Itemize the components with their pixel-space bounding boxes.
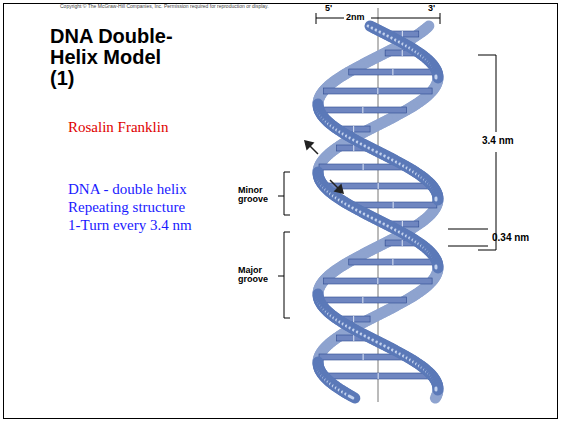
- hydrogen-bond: [353, 335, 354, 341]
- base-pair: [324, 278, 433, 284]
- hydrogen-bond: [393, 202, 394, 208]
- dimension-brackets: [278, 13, 496, 318]
- hydrogen-bond: [378, 373, 379, 379]
- backbone-highlight: [434, 266, 437, 268]
- copyright-note: Copyright © The McGraw-Hill Companies, I…: [60, 4, 269, 9]
- hydrogen-bond: [353, 126, 354, 132]
- hydrogen-bond: [377, 88, 378, 94]
- backbone-highlight: [434, 76, 437, 78]
- base-pair: [319, 297, 406, 303]
- hydrogen-bond: [402, 221, 403, 227]
- base-pair: [324, 88, 433, 94]
- body-text: DNA - double helix: [68, 182, 187, 198]
- hydrogen-bond: [363, 354, 364, 360]
- hydrogen-bond: [377, 278, 378, 284]
- backbone-highlight: [434, 198, 437, 200]
- base-pair: [324, 373, 433, 379]
- author-name: Rosalin Franklin: [68, 120, 168, 136]
- slide-title: DNA Double-Helix Model (1): [50, 26, 185, 89]
- strand-end: 3': [428, 4, 435, 13]
- dimension: 3.4 nm: [482, 136, 514, 147]
- dimension: 0.34 nm: [492, 233, 529, 244]
- body-text: Repeating structure: [68, 200, 185, 216]
- sugar-phosphate-backbone: [432, 76, 443, 78]
- hydrogen-bond: [402, 240, 403, 246]
- groove-label: Major groove: [238, 266, 276, 285]
- body-text: 1-Turn every 3.4 nm: [68, 218, 192, 234]
- strand-direction-arrows: [305, 141, 343, 193]
- hydrogen-bond: [363, 164, 364, 170]
- base-pair: [319, 107, 406, 113]
- base-pair: [349, 69, 437, 75]
- hydrogen-bond: [353, 316, 354, 322]
- hydrogen-bond: [353, 145, 354, 151]
- hydrogen-bond: [362, 107, 363, 113]
- sugar-phosphate-backbone: [432, 198, 443, 200]
- backbone-highlight: [349, 396, 353, 398]
- strand-end: 5': [325, 4, 332, 13]
- hydrogen-bond: [362, 297, 363, 303]
- hydrogen-bond: [378, 183, 379, 189]
- double-helix: [316, 8, 438, 402]
- hydrogen-bond: [402, 31, 403, 37]
- groove-label: Minor groove: [238, 186, 276, 205]
- sugar-phosphate-backbone: [432, 388, 443, 390]
- sugar-phosphate-backbone: [435, 396, 436, 398]
- sugar-phosphate-backbone: [432, 266, 443, 268]
- hydrogen-bond: [392, 259, 393, 265]
- hydrogen-bond: [392, 69, 393, 75]
- dimension: 2nm: [346, 13, 365, 22]
- backbone-highlight: [434, 388, 437, 390]
- hydrogen-bond: [402, 50, 403, 56]
- base-pair: [349, 259, 437, 265]
